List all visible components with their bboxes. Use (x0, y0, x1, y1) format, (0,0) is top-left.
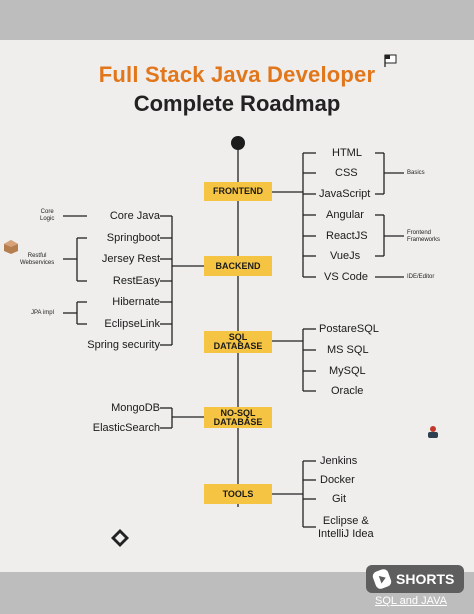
tools-item-git: Git (332, 493, 347, 505)
nosql-database-node: NO-SQL DATABASE (204, 407, 272, 428)
note-core-logic: Core Logic (40, 209, 55, 222)
note-jpa-impl: JPA impl (31, 310, 54, 316)
diamond-icon (111, 529, 129, 547)
shorts-badge[interactable]: SHORTS (366, 565, 464, 593)
frontend-item-vscode: VS Code (324, 271, 369, 283)
sql-database-node: SQL DATABASE (204, 331, 272, 353)
nosql-item-elasticsearch: ElasticSearch (92, 422, 160, 434)
backend-item-resteasy: RestEasy (112, 275, 160, 287)
backend-item-spring-security: Spring security (87, 339, 160, 351)
nosql-item-mongodb: MongoDB (111, 402, 160, 414)
backend-item-core-java: Core Java (109, 210, 160, 222)
flag-icon (384, 54, 397, 67)
backend-item-eclipselink: EclipseLink (104, 318, 160, 330)
person-icon (428, 426, 438, 438)
channel-name-link[interactable]: SQL and JAVA (375, 595, 447, 607)
backend-item-jersey-rest: Jersey Rest (101, 253, 160, 265)
shorts-logo-icon (371, 567, 393, 591)
top-bar (0, 0, 474, 40)
note-ide-editor: IDE/Editor (407, 274, 435, 280)
tools-item-jenkins: Jenkins (320, 455, 358, 467)
backend-item-hibernate: Hibernate (112, 296, 160, 308)
frontend-node: FRONTEND (204, 182, 272, 201)
backend-node: BACKEND (204, 256, 272, 276)
frontend-item-vuejs: VueJs (330, 250, 361, 262)
sql-item-oracle: Oracle (331, 385, 364, 397)
sql-item-postgresql: PostareSQL (319, 323, 379, 335)
frontend-item-javascript: JavaScript (319, 188, 371, 200)
cube-icon (4, 240, 18, 254)
backend-item-springboot: Springboot (106, 232, 160, 244)
shorts-label: SHORTS (396, 571, 455, 587)
frontend-item-html: HTML (332, 147, 362, 159)
frontend-item-css: CSS (335, 167, 358, 179)
tools-node: TOOLS (204, 484, 272, 504)
tools-item-docker: Docker (320, 474, 355, 486)
roadmap-subtitle: Complete Roadmap (133, 91, 341, 116)
note-frontend-frameworks: Frontend Frameworks (407, 230, 441, 243)
note-basics: Basics (407, 170, 425, 176)
frontend-item-reactjs: ReactJS (326, 230, 368, 242)
tools-item-ide: Eclipse & IntelliJ Idea (318, 515, 374, 540)
note-restful-webservices: Restful Webservices (20, 253, 55, 266)
roadmap-title: Full Stack Java Developer (98, 62, 376, 87)
frontend-item-angular: Angular (326, 209, 364, 221)
sql-item-mysql: MySQL (329, 365, 366, 377)
sql-item-mssql: MS SQL (327, 344, 369, 356)
